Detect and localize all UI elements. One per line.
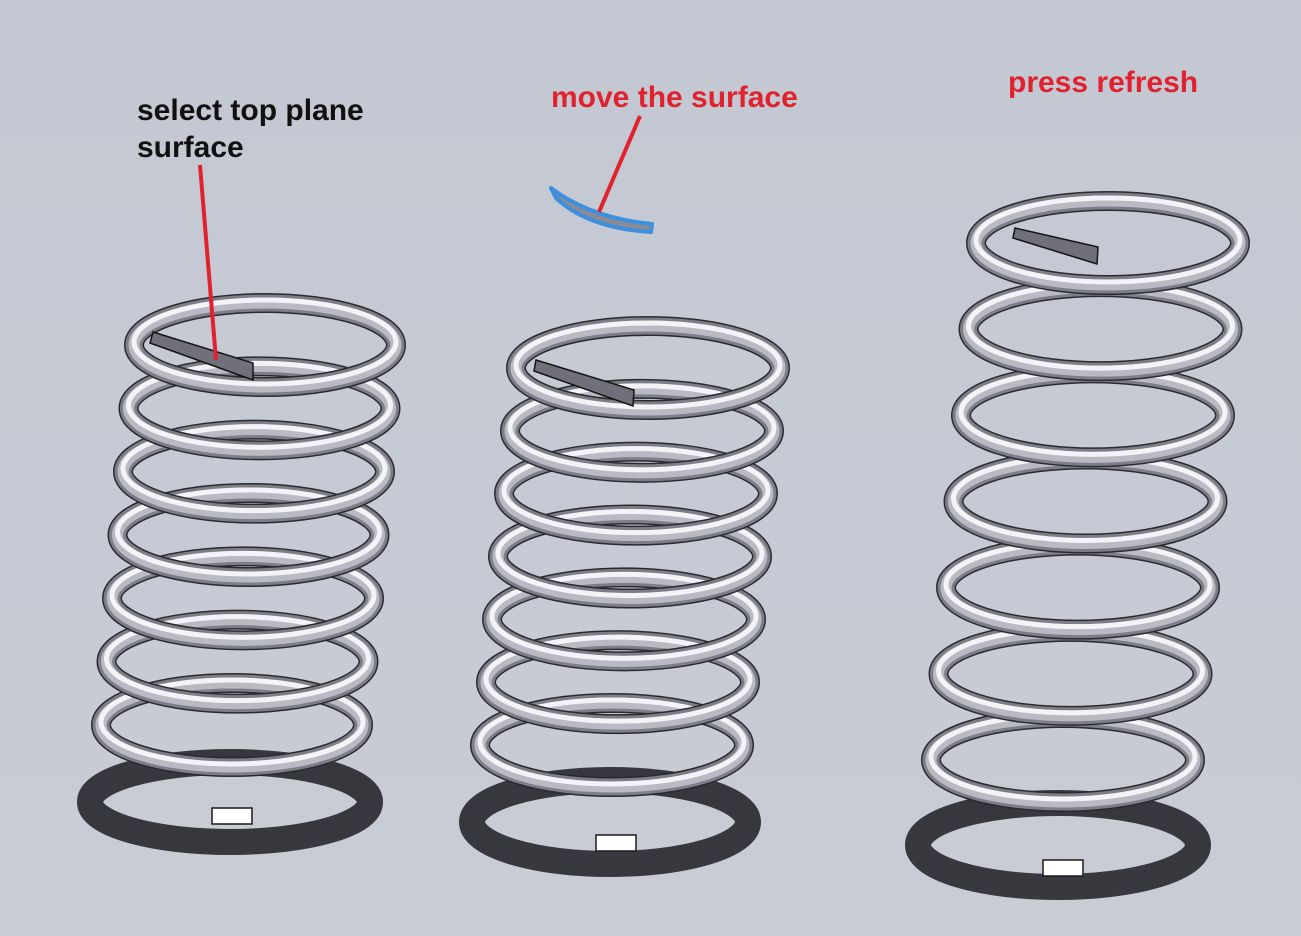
spring-3-bottom-end — [1042, 859, 1084, 877]
coil-stroke — [507, 383, 777, 473]
coil-turn — [482, 567, 766, 672]
coil-turn — [921, 708, 1205, 812]
coil-stroke — [126, 360, 393, 450]
coil-turn — [506, 316, 790, 420]
coil-turn — [943, 449, 1228, 554]
coil-stroke — [120, 424, 388, 514]
spring-surface-moved[interactable] — [470, 316, 790, 797]
annotation-press-refresh: press refresh — [1008, 66, 1199, 99]
spring-1-bottom-end — [211, 807, 253, 825]
coil-turn — [494, 441, 778, 546]
annotation-select-top-plane: select top plane surface — [137, 94, 364, 164]
spring-before[interactable] — [91, 293, 406, 777]
coil-stroke — [973, 195, 1243, 285]
annotation-move-surface: move the surface — [551, 81, 798, 114]
coil-stroke — [104, 614, 371, 704]
coil-turn — [951, 363, 1235, 468]
coil-stroke — [501, 446, 771, 536]
coil-turn — [102, 546, 384, 651]
spring-refreshed[interactable] — [921, 191, 1250, 812]
coil-turn — [107, 483, 390, 587]
coil-turn — [958, 277, 1243, 382]
coil-turn — [476, 630, 760, 735]
coil-turn — [124, 293, 406, 397]
spring-2-bottom-end — [595, 834, 637, 852]
coil-turn — [118, 356, 401, 461]
spring-1-top-face[interactable] — [149, 331, 254, 382]
coil-turn — [96, 609, 379, 714]
spring-3-top-face[interactable] — [1012, 227, 1099, 265]
moved-surface[interactable] — [549, 186, 654, 234]
coil-stroke — [483, 634, 753, 724]
coil-turn — [936, 535, 1220, 640]
coil-turn — [928, 621, 1213, 726]
pointer-line-move — [597, 115, 642, 213]
coil-turn — [113, 419, 395, 524]
pointer-line-select — [198, 164, 218, 361]
coil-stroke — [98, 677, 366, 767]
coil-turn — [500, 378, 784, 483]
coil-stroke — [513, 320, 783, 410]
coil-stroke — [495, 509, 765, 598]
coil-turn — [470, 693, 754, 797]
coil-stroke — [477, 697, 747, 787]
coil-stroke — [115, 487, 382, 577]
coil-stroke — [109, 550, 377, 640]
coil-turn — [91, 673, 373, 777]
coil-stroke — [131, 297, 399, 387]
coil-turn — [966, 191, 1250, 295]
coil-turn — [488, 504, 772, 609]
coil-stroke — [489, 571, 759, 661]
spring-2-top-face[interactable] — [533, 359, 635, 408]
